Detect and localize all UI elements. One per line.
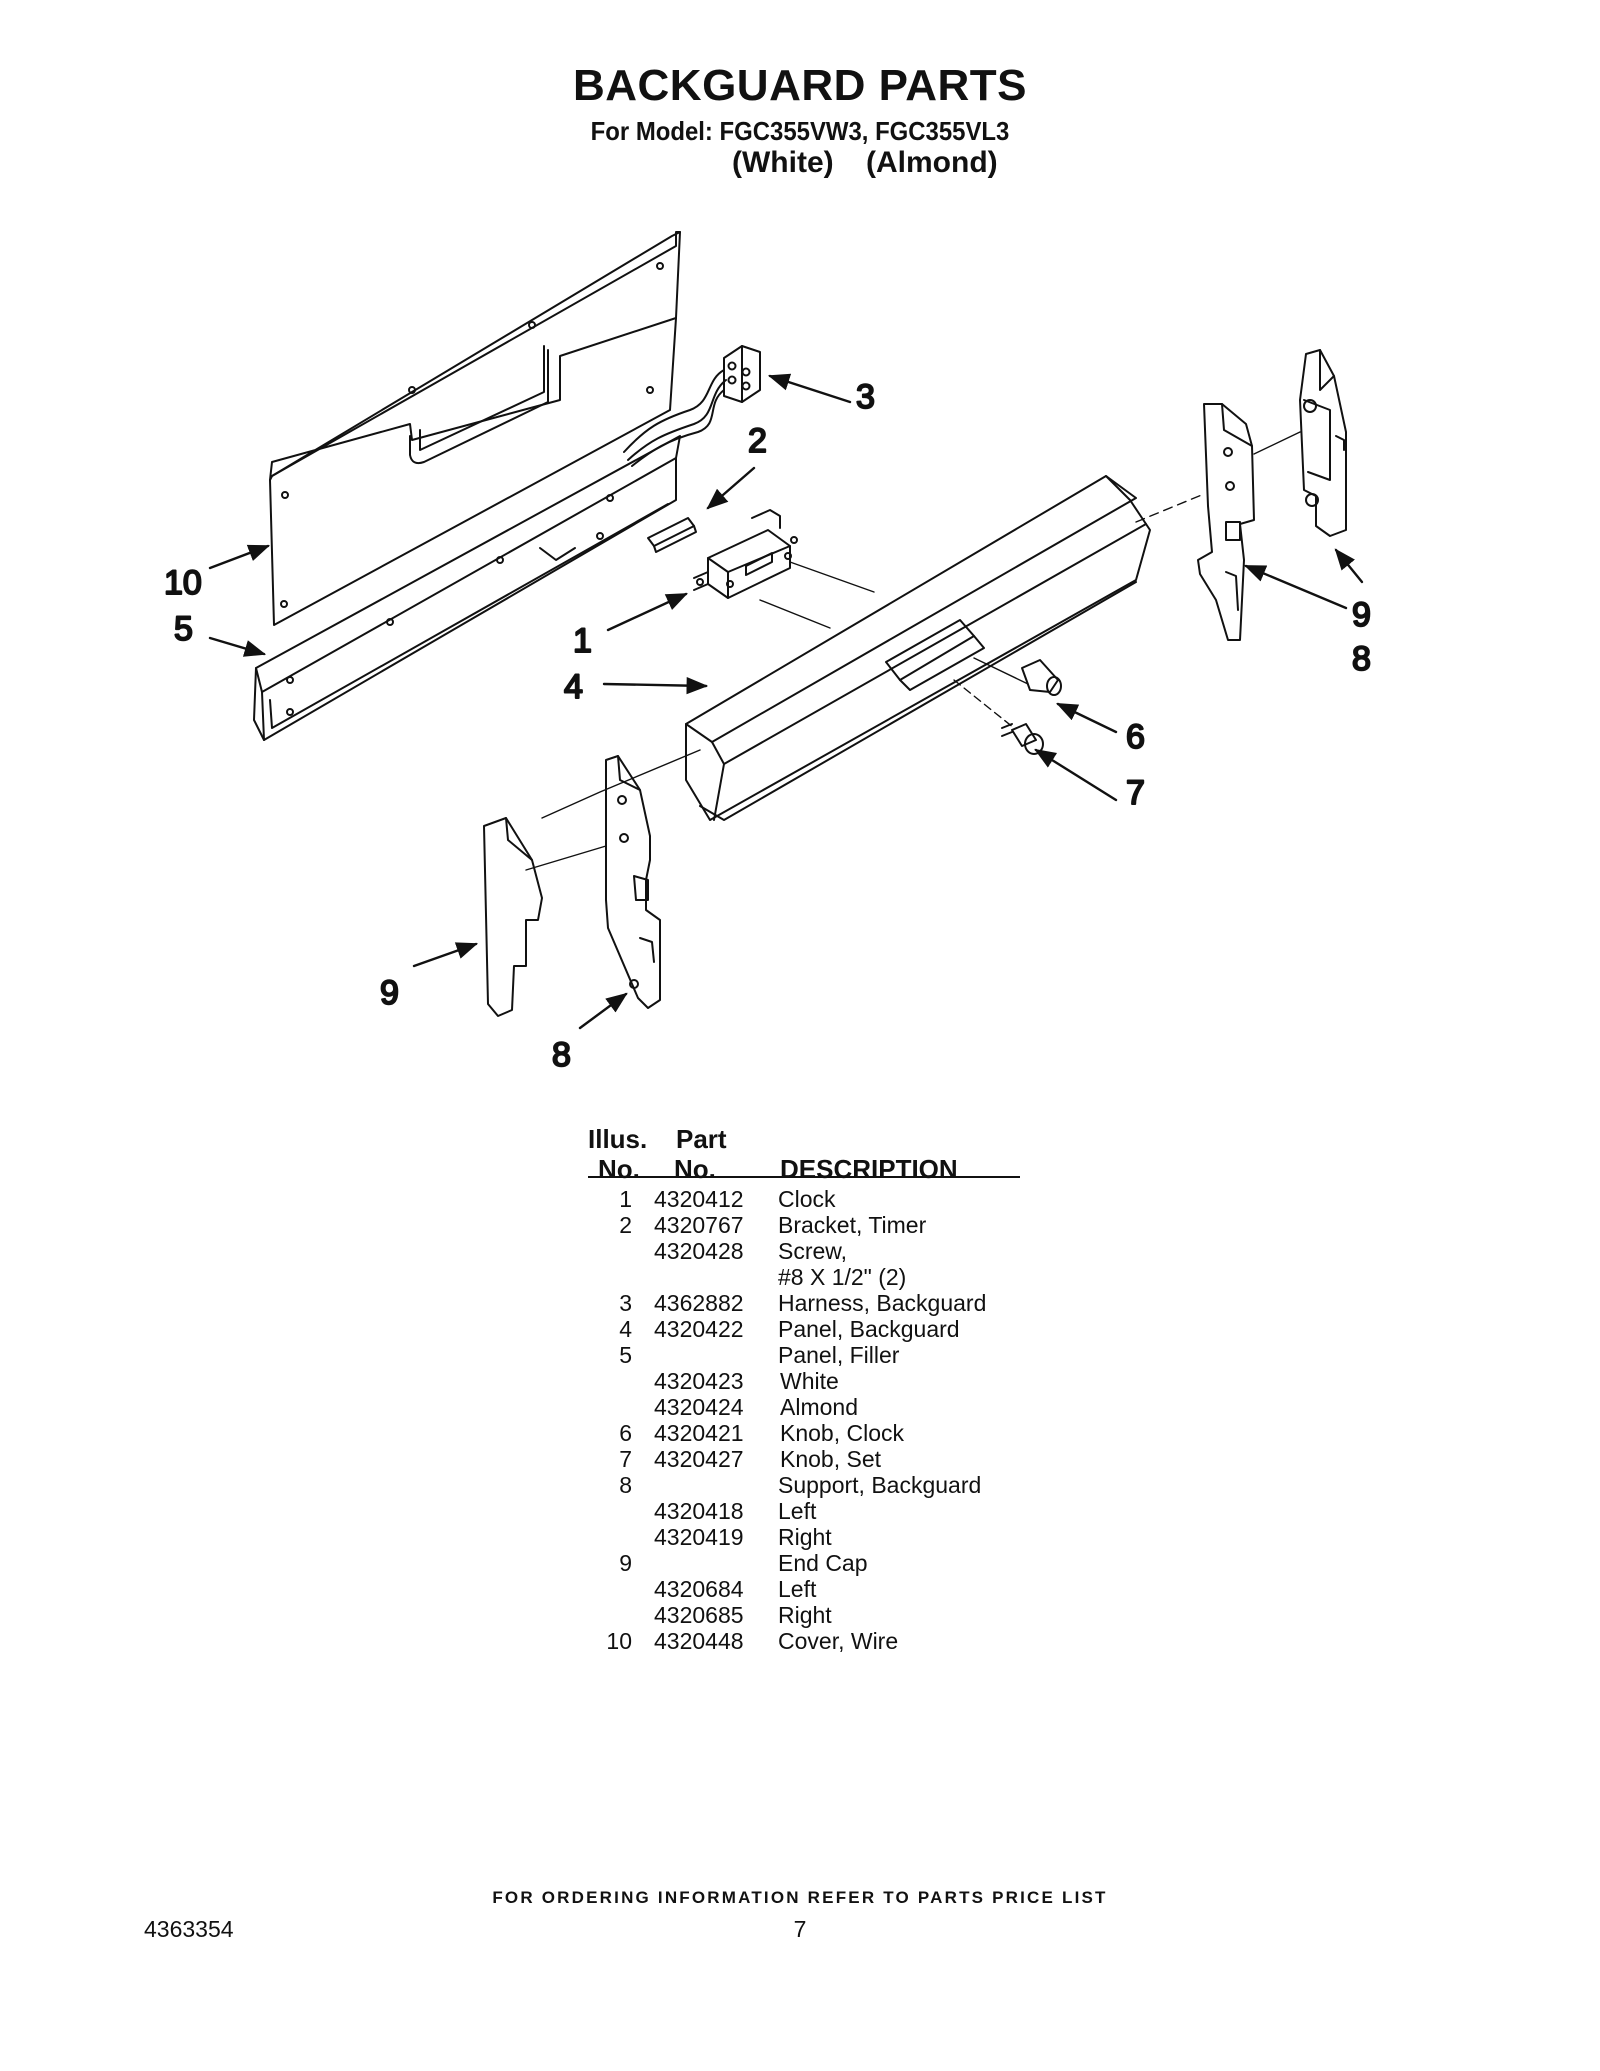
color-almond-label: (Almond) [866, 146, 998, 179]
left-support-part [605, 755, 661, 1009]
document-number: 4363354 [144, 1916, 234, 1942]
callout-9-right: 9 [1352, 596, 1371, 634]
exploded-parts-diagram: 1 2 3 4 5 6 7 8 8 9 9 10 [163, 231, 1372, 1075]
page-number: 7 [793, 1916, 807, 1942]
right-support-part [1197, 403, 1255, 641]
callout-6: 6 [1126, 718, 1145, 756]
callout-4: 4 [564, 668, 583, 706]
callout-8-left: 8 [552, 1036, 571, 1074]
model-line: For Model: FGC355VW3, FGC355VL3 [590, 116, 1010, 146]
harness-part [623, 345, 761, 467]
left-end-cap-part [483, 817, 543, 1017]
callout-3: 3 [856, 378, 875, 416]
table-header-rule [588, 1176, 1020, 1178]
header-part-top: Part [676, 1124, 727, 1154]
callout-10: 10 [164, 564, 202, 602]
color-white-label: (White) [732, 146, 834, 179]
callout-2: 2 [748, 422, 767, 460]
header-description: DESCRIPTION [780, 1154, 958, 1184]
clock-part [693, 509, 798, 599]
filler-panel-part [253, 435, 681, 741]
callout-1: 1 [573, 622, 592, 660]
wire-cover-part [269, 231, 681, 626]
callout-7: 7 [1126, 774, 1145, 812]
page-title: BACKGUARD PARTS [572, 61, 1027, 110]
header-illus-top: Illus. [588, 1124, 648, 1154]
header-illus-bottom: No. [598, 1154, 640, 1184]
callout-9-left: 9 [380, 974, 399, 1012]
callout-8-right: 8 [1352, 640, 1371, 678]
header-part-bottom: No. [674, 1154, 716, 1184]
callout-5: 5 [174, 610, 193, 648]
ordering-note: FOR ORDERING INFORMATION REFER TO PARTS … [492, 1888, 1108, 1907]
backguard-panel-part [685, 475, 1151, 821]
leader-lines [525, 431, 1301, 871]
timer-bracket-part [647, 517, 697, 553]
right-end-cap-part [1299, 349, 1347, 537]
callout-arrows [208, 373, 1364, 1030]
clock-knob-part [1021, 659, 1062, 696]
